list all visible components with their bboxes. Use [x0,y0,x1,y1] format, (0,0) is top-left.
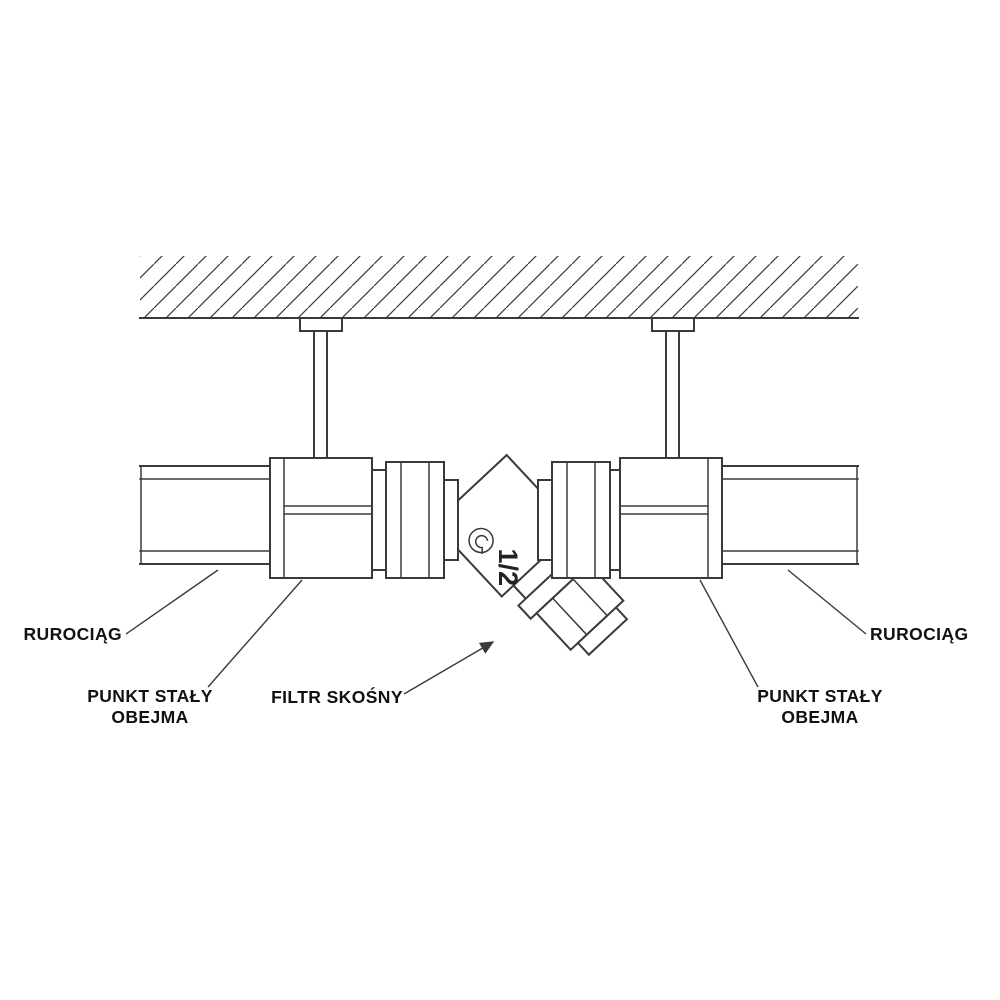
ceiling [139,256,859,319]
leader-pipe-left [125,569,219,635]
leader-fixed-point-left [207,579,303,688]
leader-strainer [403,641,495,695]
drain-end-cap [576,606,629,657]
hanger-plate [299,317,343,332]
union-left [371,461,459,579]
hanger-rod [665,330,680,459]
hanger-plate [651,317,695,332]
clamp-right [619,457,723,579]
union-nut [385,461,445,579]
plug-facet-line [572,578,609,617]
clamp-left [269,457,373,579]
size-marking: 1/2 [493,549,523,587]
union-ring [371,469,387,571]
ceiling-hatch [140,256,858,318]
label-pipe-right: RUROCIĄG [870,624,968,644]
pipe-left [139,465,273,565]
hanger-left [299,317,343,459]
union-right [537,461,621,579]
clamp-body [269,457,373,579]
union-nut [551,461,611,579]
label-strainer: FILTR SKOŚNY [271,686,403,707]
label-fixed-point-right-line2: OBEJMA [781,707,858,727]
manufacturer-logo-icon [468,527,494,554]
label-fixed-point-left-line2: OBEJMA [111,707,188,727]
pipe-right [719,465,859,565]
union-tailpiece [443,479,459,561]
leader-pipe-right [787,569,867,635]
label-fixed-point-left-line1: PUNKT STAŁY [87,686,213,706]
hanger-rod [313,330,328,459]
union-ring [609,469,621,571]
hanger-right [651,317,695,459]
labels: RUROCIĄG RUROCIĄG PUNKT STAŁY OBEJMA FIL… [24,624,969,727]
clamp-body [619,457,723,579]
logo-mark-icon [474,534,489,555]
union-tailpiece [537,479,553,561]
leader-lines [125,569,867,695]
label-pipe-left: RUROCIĄG [24,624,122,644]
leader-fixed-point-right [699,579,759,688]
plug-facet-line [551,597,588,636]
label-fixed-point-right-line1: PUNKT STAŁY [757,686,883,706]
